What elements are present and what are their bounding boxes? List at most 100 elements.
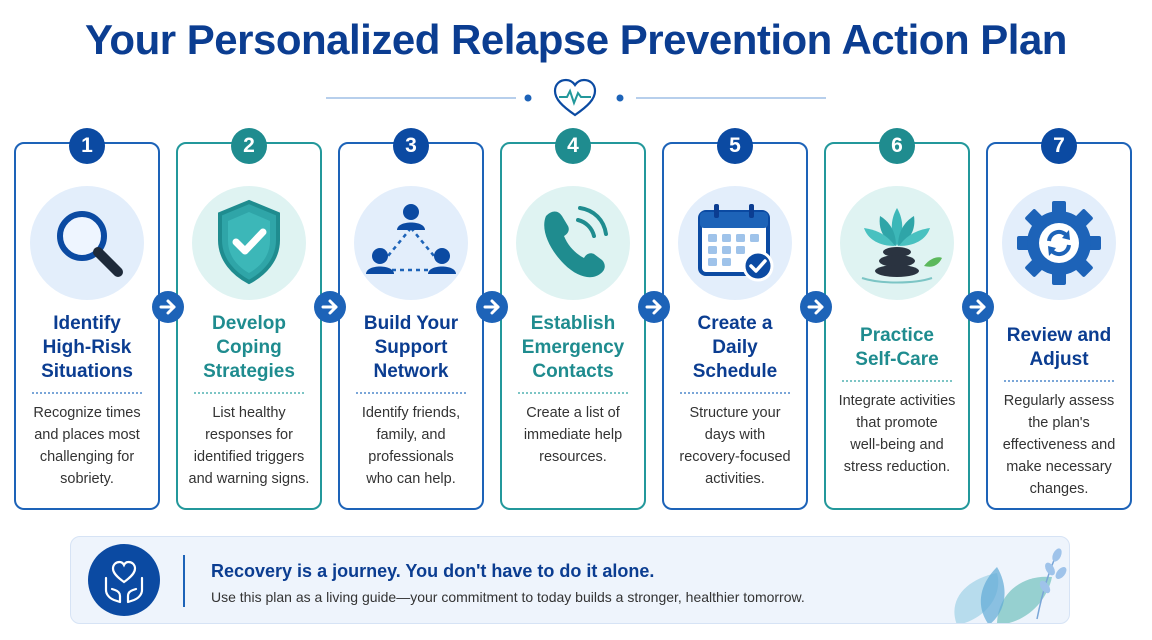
step-card-3 xyxy=(338,142,484,510)
lotus-stones-icon xyxy=(861,208,942,284)
step-divider xyxy=(842,380,952,382)
calendar-check-icon xyxy=(698,204,774,282)
step-description-line: Regularly assess xyxy=(1003,393,1115,409)
step-description-line: and places most xyxy=(34,427,140,443)
step-description-line: challenging for xyxy=(39,449,135,465)
step-description: Recognize times and places most challengin… xyxy=(14,402,160,490)
next-step-arrow-icon xyxy=(476,291,508,323)
step-icon-circle xyxy=(354,186,468,300)
step-number-badge: 5 xyxy=(717,128,753,164)
step-divider xyxy=(356,392,466,394)
step-description-line: Create a list of xyxy=(526,405,620,421)
step-number-badge: 2 xyxy=(231,128,267,164)
step-title-line: High-Risk xyxy=(42,337,132,358)
step-description-line: Integrate activities xyxy=(838,393,956,409)
step-title-line: Situations xyxy=(41,361,133,382)
step-description-line: activities. xyxy=(705,471,765,487)
support-network-icon xyxy=(366,204,456,274)
step-icon-circle xyxy=(30,186,144,300)
step-description-line: responses for xyxy=(205,427,293,443)
step-divider xyxy=(518,392,628,394)
step-description-line: resources. xyxy=(539,449,607,465)
step-divider xyxy=(32,392,142,394)
banner-title: Recovery is a journey. You don't have to… xyxy=(211,561,655,581)
next-step-arrow-icon xyxy=(800,291,832,323)
step-title-line: Strategies xyxy=(203,361,295,382)
step-number-badge: 4 xyxy=(555,128,591,164)
step-description: Integrate activities that promote well-bei… xyxy=(824,390,970,478)
step-description-line: that promote xyxy=(856,415,938,431)
step-icon-circle xyxy=(840,186,954,300)
next-step-arrow-icon xyxy=(962,291,994,323)
step-description-line: professionals xyxy=(368,449,454,465)
heart-pulse-icon xyxy=(553,78,597,117)
banner-separator xyxy=(183,555,185,607)
step-description-line: stress reduction. xyxy=(843,459,951,475)
step-title-line: Daily xyxy=(712,337,758,358)
banner-subtitle: Use this plan as a living guide—your com… xyxy=(211,589,805,605)
step-number-badge: 1 xyxy=(69,128,105,164)
heartbeat-divider xyxy=(326,78,826,117)
step-number-badge: 3 xyxy=(393,128,429,164)
step-icon-circle xyxy=(192,186,306,300)
step-title-line: Contacts xyxy=(532,361,614,382)
step-title-line: Practice xyxy=(860,325,934,346)
next-step-arrow-icon xyxy=(638,291,670,323)
step-icon-circle xyxy=(1002,186,1116,300)
next-step-arrow-icon xyxy=(152,291,184,323)
step-description-line: effectiveness and xyxy=(1002,437,1116,453)
heart-hands-icon xyxy=(88,544,160,616)
step-title-line: Self-Care xyxy=(855,349,939,370)
step-title-line: Emergency xyxy=(521,337,625,358)
step-description: Regularly assess the plan's effectiveness … xyxy=(986,390,1132,500)
step-title-line: Develop xyxy=(212,313,286,334)
step-title-line: Review and xyxy=(1006,325,1112,346)
step-title-line: Build Your xyxy=(363,313,459,334)
step-description: Create a list of immediate help resources. xyxy=(500,402,646,468)
step-divider xyxy=(194,392,304,394)
step-description-line: List healthy xyxy=(212,405,286,421)
step-title-line: Identify xyxy=(53,313,121,334)
step-title-line: Schedule xyxy=(692,361,778,382)
encouragement-banner: Recovery is a journey. You don't have to… xyxy=(70,536,1070,624)
step-title-line: Coping xyxy=(216,337,282,358)
gear-refresh-icon xyxy=(1017,201,1101,285)
step-description-line: the plan's xyxy=(1028,415,1090,431)
step-description-line: who can help. xyxy=(366,471,456,487)
step-title-line: Create a xyxy=(697,313,773,334)
step-description-line: Recognize times xyxy=(33,405,141,421)
step-description-line: days with xyxy=(704,427,766,443)
step-description-line: family, and xyxy=(376,427,446,443)
step-description-line: well-being and xyxy=(850,437,944,453)
step-divider xyxy=(1004,380,1114,382)
step-description-line: immediate help xyxy=(523,427,623,443)
page-title: Your Personalized Relapse Prevention Act… xyxy=(85,16,1067,63)
step-description-line: recovery-focused xyxy=(679,449,791,465)
step-divider xyxy=(680,392,790,394)
step-title-line: Establish xyxy=(530,313,616,334)
step-icon-circle xyxy=(516,186,630,300)
phone-icon xyxy=(544,206,608,278)
step-description-line: and warning signs. xyxy=(188,471,310,487)
step-description-line: Structure your xyxy=(689,405,781,421)
step-title-line: Support xyxy=(374,337,448,358)
step-description-line: changes. xyxy=(1029,481,1089,497)
magnifying-glass-icon xyxy=(57,211,123,277)
step-description-line: make necessary xyxy=(1006,459,1112,475)
step-number-badge: 6 xyxy=(879,128,915,164)
next-step-arrow-icon xyxy=(314,291,346,323)
step-number-badge: 7 xyxy=(1041,128,1077,164)
step-title-line: Adjust xyxy=(1029,349,1089,370)
shield-check-icon xyxy=(218,199,280,285)
step-description-line: sobriety. xyxy=(60,471,114,487)
leaves-icon xyxy=(954,548,1067,623)
